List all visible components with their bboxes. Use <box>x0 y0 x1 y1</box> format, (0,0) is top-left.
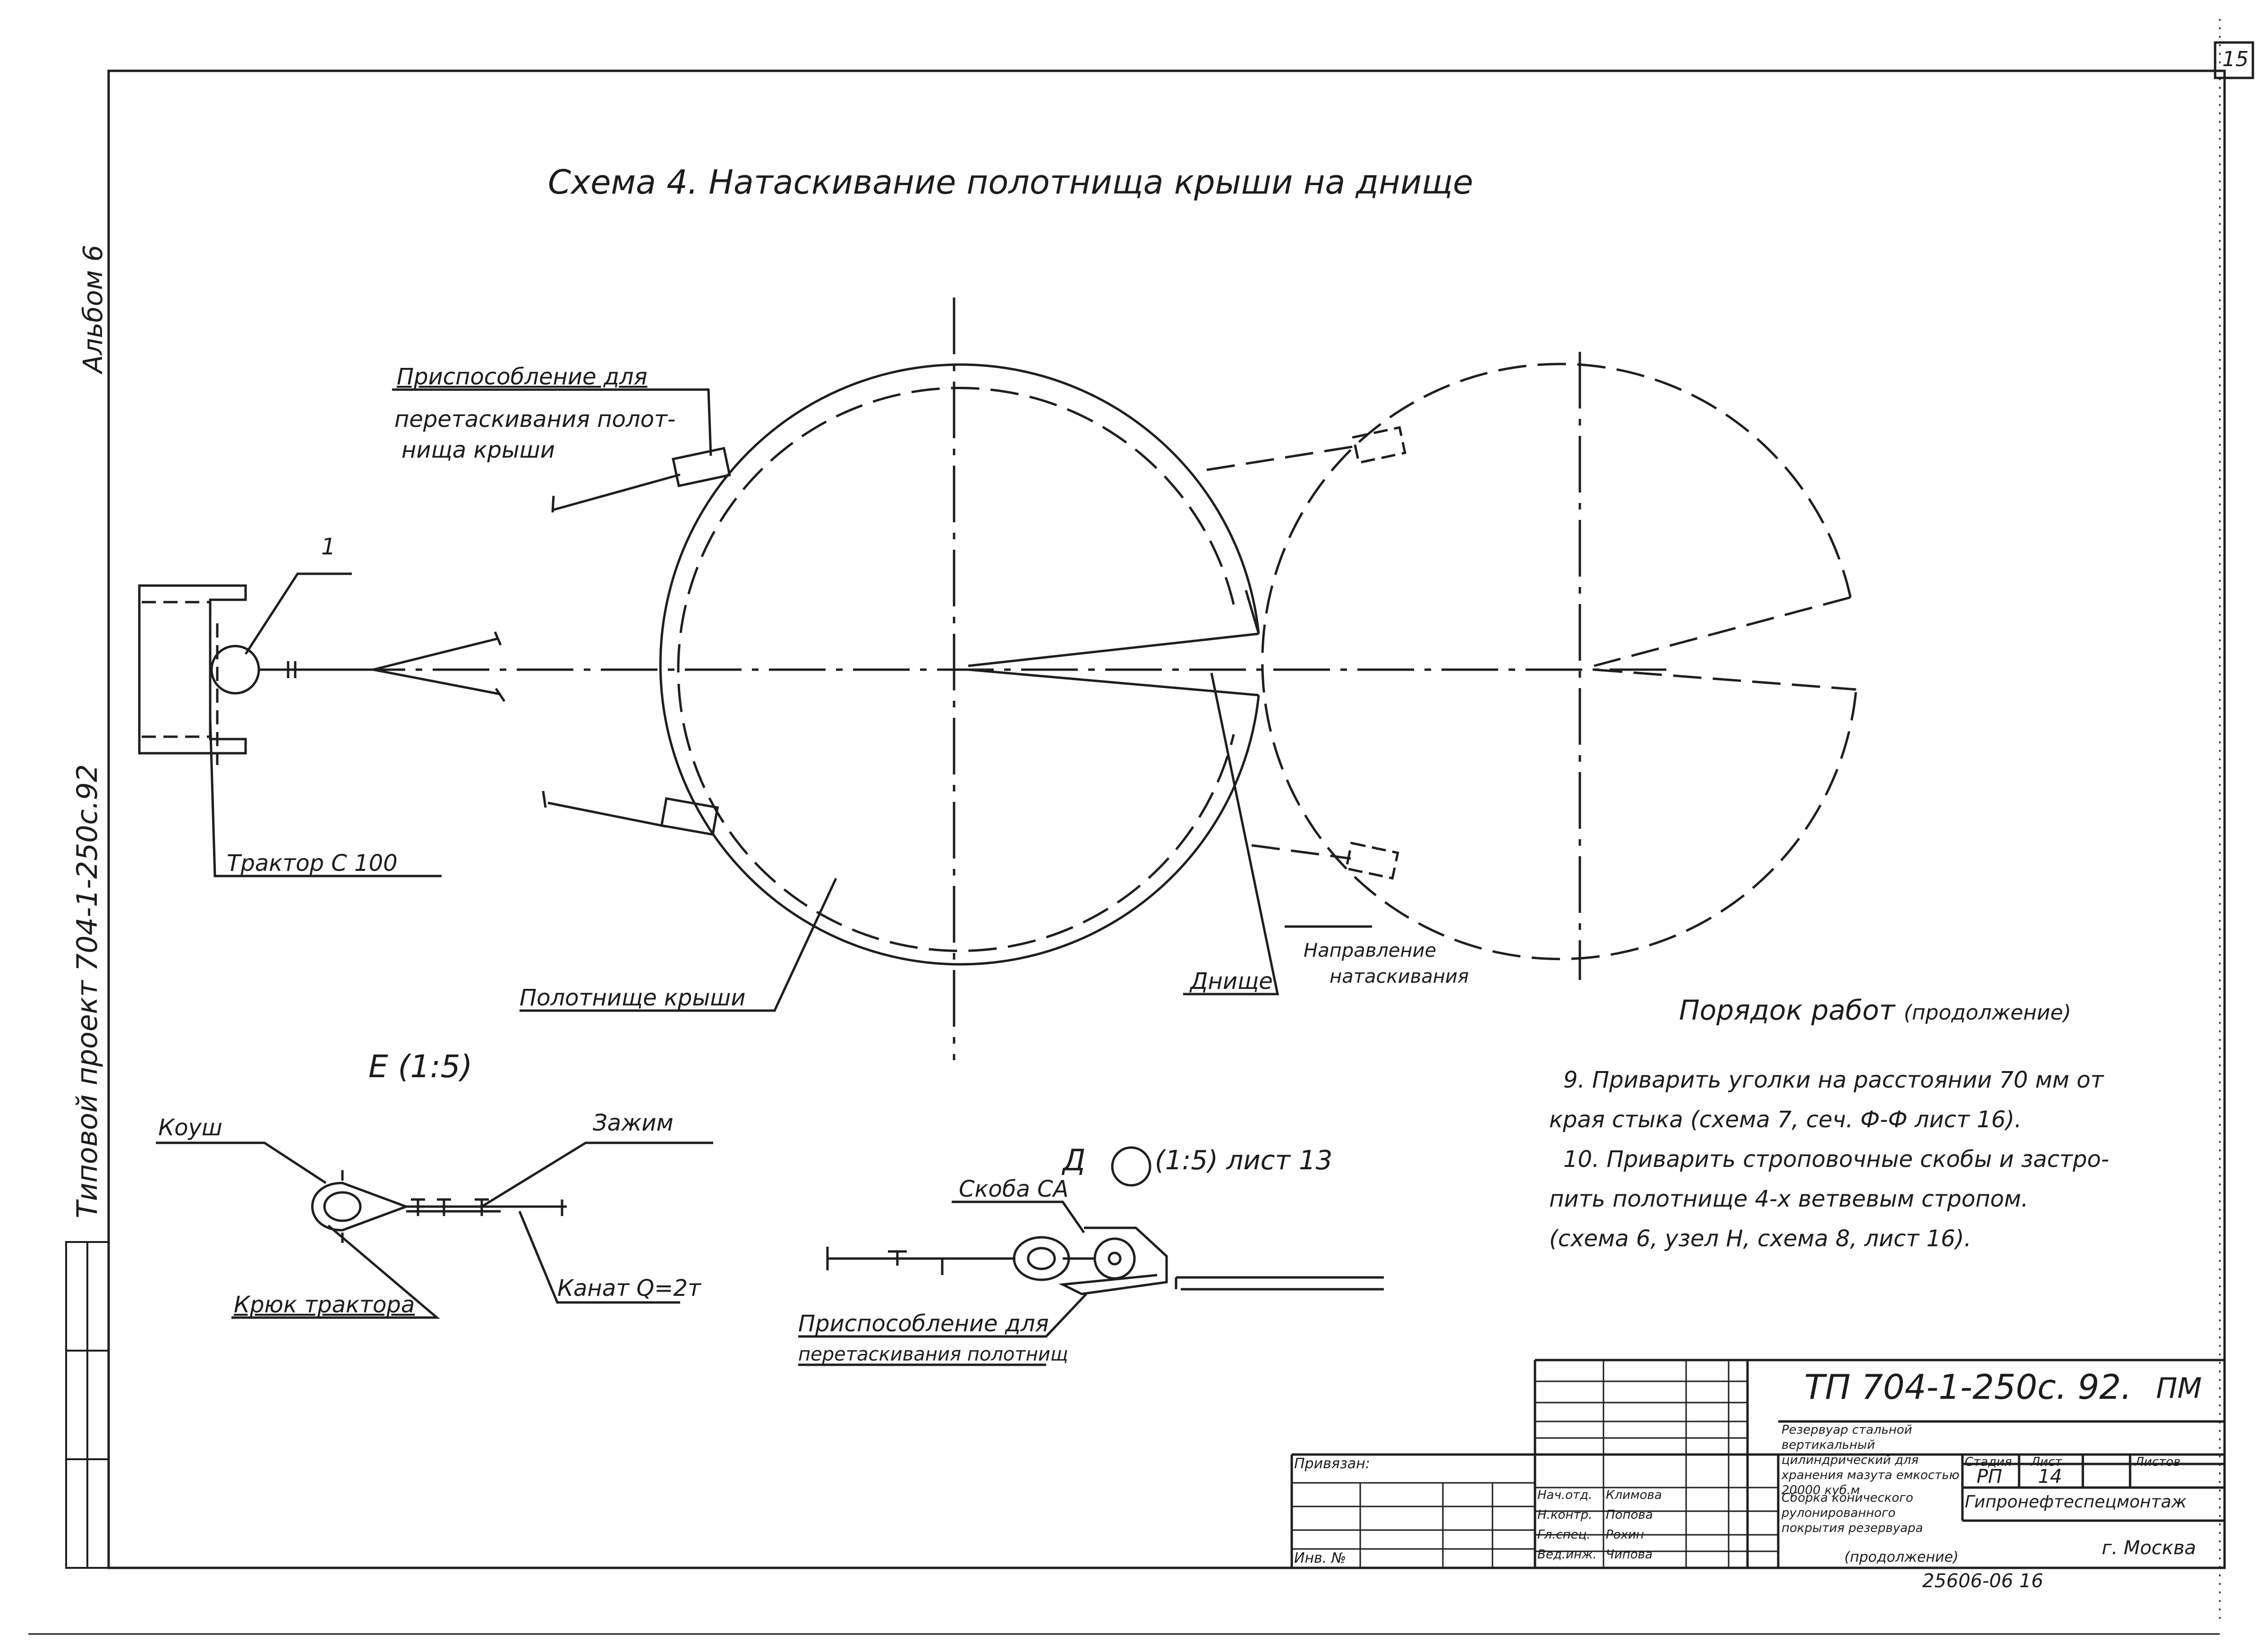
stage-value: РП <box>1977 1466 2003 1488</box>
name: Рохин <box>1606 1528 1644 1542</box>
procedure-heading-note: (продолжение) <box>1903 1001 2072 1025</box>
direction-label-line2: натаскивания <box>1330 966 1469 987</box>
bottom-outline-dashed <box>677 387 1235 952</box>
device-label-line2: перетаскивания полот- <box>394 406 676 433</box>
scheme-4 <box>138 298 1858 1060</box>
role: Гл.спец. <box>1537 1528 1591 1542</box>
detail-d-device-line2: перетаскивания полотнищ <box>798 1344 1068 1365</box>
device-label-line1: Приспособление для <box>397 364 648 390</box>
sheet-value: 14 <box>2038 1466 2062 1488</box>
procedure-line: (схема 6, узел Н, схема 8, лист 16). <box>1549 1225 1971 1252</box>
left-stamp <box>65 1241 110 1569</box>
procedure-line: 9. Приварить уголки на расстоянии 70 мм … <box>1563 1067 2104 1093</box>
leader-callout-1 <box>244 572 352 655</box>
callout-1: 1 <box>321 534 336 560</box>
stage-header: Стадия <box>1965 1455 2012 1469</box>
detail-d <box>798 1146 1384 1366</box>
project-label: Типовой проект 704-1-250с.92 <box>71 764 104 1218</box>
object-description: Резервуар стальной вертикальный цилиндри… <box>1782 1423 1960 1497</box>
procedure-line: 10. Приварить строповочные скобы и застр… <box>1563 1146 2109 1173</box>
procedure-heading-text: Порядок работ <box>1679 994 1895 1026</box>
role: Вед.инж. <box>1537 1548 1597 1562</box>
drawing-mark: ПМ <box>2156 1372 2202 1405</box>
leader-roof-sheet <box>520 877 837 1012</box>
privyazan-label: Привязан: <box>1294 1455 1370 1472</box>
sheet-header: Лист <box>2031 1455 2062 1469</box>
bottom-label: Днище <box>1190 968 1273 995</box>
sheet-number: 15 <box>2222 47 2249 71</box>
detail-e-title: Е (1:5) <box>368 1048 473 1085</box>
role: Нач.отд. <box>1537 1488 1593 1502</box>
drawing-code: ТП 704-1-250с. 92. <box>1804 1367 2132 1407</box>
tractor-c100 <box>138 584 506 765</box>
inventory-label: Инв. № <box>1294 1550 1347 1566</box>
sheet-description: Сборка конического рулонированного покры… <box>1782 1491 1923 1535</box>
direction-label-line1: Направление <box>1304 940 1437 961</box>
tractor-label: Трактор С 100 <box>227 850 398 876</box>
target-position-dashed <box>1261 363 1858 961</box>
organization: Гипронефтеспецмонтаж <box>1965 1492 2187 1512</box>
procedure-list: 9. Приварить уголки на расстоянии 70 мм … <box>1549 1060 2109 1259</box>
detail-d-device-line1: Приспособление для <box>798 1310 1049 1337</box>
role: Н.контр. <box>1537 1508 1593 1522</box>
detail-d-letter: Д <box>1063 1143 1086 1177</box>
drawing-frame <box>107 69 2226 1569</box>
name: Чипова <box>1606 1548 1653 1562</box>
clamp-label: Зажим <box>593 1110 674 1136</box>
title-block-grid <box>1290 1359 2225 1568</box>
device-bottom <box>660 797 719 836</box>
sheets-header: Листов <box>2135 1455 2181 1469</box>
bracket-label: Скоба СА <box>959 1176 1069 1202</box>
thimble-label: Коуш <box>158 1115 222 1141</box>
procedure-line: края стыка (схема 7, сеч. Ф-Ф лист 16). <box>1549 1106 2022 1133</box>
drawing-title: Схема 4. Натаскивание полотнища крыши на… <box>548 163 1474 202</box>
detail-e <box>156 1141 713 1319</box>
sheet-corner-box <box>2214 41 2254 79</box>
roof-sheet-outline <box>659 363 1260 966</box>
procedure-line: пить полотнище 4-х ветвевым стропом. <box>1549 1186 2029 1212</box>
names-column: Климова Попова Рохин Чипова <box>1606 1488 1662 1567</box>
name: Попова <box>1606 1508 1653 1522</box>
name: Климова <box>1606 1488 1662 1502</box>
album-label: Альбом 6 <box>78 245 109 373</box>
thimble <box>311 1182 410 1232</box>
roles-column: Нач.отд. Н.контр. Гл.спец. Вед.инж. <box>1537 1488 1597 1567</box>
archive-number: 25606-06 16 <box>1922 1570 2044 1592</box>
leader-bottom <box>1183 672 1279 995</box>
leader-device <box>392 388 712 456</box>
tractor-hook <box>210 645 260 695</box>
rope-label: Канат Q=2т <box>557 1275 701 1302</box>
tractor-hook-label: Крюк трактора <box>234 1292 415 1318</box>
roof-sheet-label: Полотнище крыши <box>520 985 746 1011</box>
device-top <box>672 447 731 487</box>
city: г. Москва <box>2102 1537 2196 1559</box>
leader-tractor <box>209 717 442 877</box>
procedure-heading: Порядок работ (продолжение) <box>1679 994 2071 1026</box>
device-label-line3: нища крыши <box>401 437 555 463</box>
sheet-description-note: (продолжение) <box>1844 1549 1959 1565</box>
detail-d-scale: (1:5) лист 13 <box>1155 1145 1333 1176</box>
